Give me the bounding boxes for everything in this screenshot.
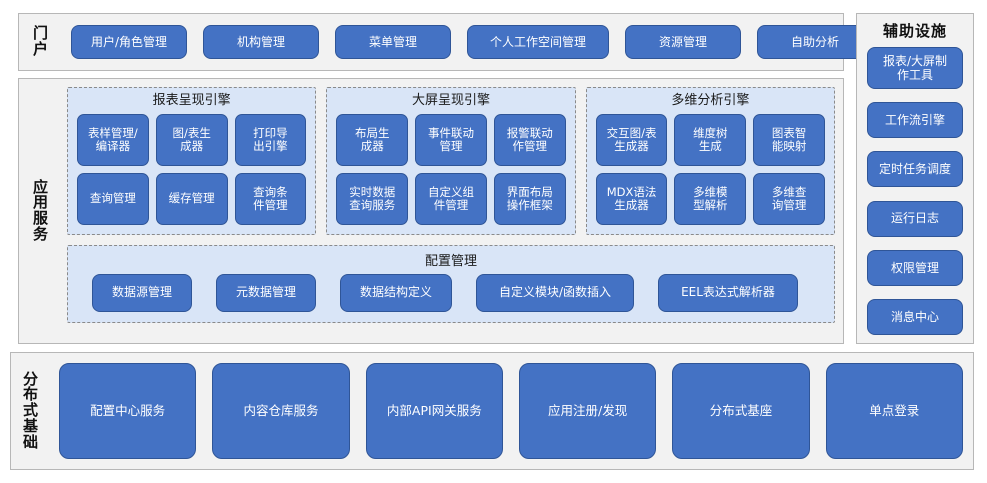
- aux-button-运行日志[interactable]: 运行日志: [867, 200, 963, 237]
- engine-button-grid: 交互图/表 生成器维度树 生成图表智 能映射 MDX语法 生成器多维模 型解析多维…: [595, 114, 825, 225]
- aux-button-工作流引擎[interactable]: 工作流引擎: [867, 102, 963, 139]
- engine-group-大屏呈现引擎: 大屏呈现引擎布局生 成器事件联动 管理报警联动 作管理实时数据 查询服务自定义组…: [326, 87, 576, 235]
- portal-section: 门 户 用户/角色管理机构管理菜单管理个人工作空间管理资源管理自助分析: [18, 13, 873, 71]
- engine-group-多维分析引擎: 多维分析引擎交互图/表 生成器维度树 生成图表智 能映射 MDX语法 生成器多维模…: [585, 87, 835, 235]
- application-services-section: 应 用 服 务 报表呈现引擎表样管理/ 编译器图/表生 成器打印导 出引擎查询管…: [18, 78, 844, 344]
- engine-button-布局生-成器[interactable]: 布局生 成器: [336, 114, 409, 167]
- config-button-自定义模块-函数插入[interactable]: 自定义模块/函数插入: [476, 273, 634, 312]
- portal-button-row: 用户/角色管理机构管理菜单管理个人工作空间管理资源管理自助分析: [71, 14, 873, 70]
- aux-button-权限管理[interactable]: 权限管理: [867, 249, 963, 286]
- aux-button-定时任务调度[interactable]: 定时任务调度: [867, 151, 963, 188]
- portal-button-资源管理[interactable]: 资源管理: [625, 25, 741, 59]
- portal-section-label: 门 户: [32, 24, 49, 58]
- config-management-group: 配置管理 数据源管理元数据管理数据结构定义自定义模块/函数插入 EEL表达式解析器: [67, 245, 835, 323]
- dist-base-button-单点登录[interactable]: 单点登录: [825, 363, 963, 459]
- engine-button-缓存管理[interactable]: 缓存管理: [155, 173, 228, 225]
- application-services-label: 应 用 服 务: [32, 177, 49, 243]
- aux-facilities-section: 辅助设施 报表/大屏制 作工具工作流引擎定时任务调度运行日志权限管理消息中心: [856, 13, 974, 344]
- aux-facilities-title: 辅助设施: [882, 22, 947, 40]
- engine-button-grid: 表样管理/ 编译器图/表生 成器打印导 出引擎查询管理缓存管理查询条 件管理: [77, 114, 307, 225]
- aux-button-消息中心[interactable]: 消息中心: [867, 298, 963, 335]
- engine-button-报警联动-作管理[interactable]: 报警联动 作管理: [493, 114, 566, 167]
- engine-button-打印导-出引擎[interactable]: 打印导 出引擎: [234, 114, 307, 167]
- engine-button-自定义组-件管理[interactable]: 自定义组 件管理: [415, 173, 487, 225]
- dist-base-button-内部API网关服务[interactable]: 内部API网关服务: [365, 363, 503, 459]
- dist-base-button-内容仓库服务[interactable]: 内容仓库服务: [212, 363, 350, 459]
- config-management-button-row: 数据源管理元数据管理数据结构定义自定义模块/函数插入 EEL表达式解析器: [78, 273, 824, 314]
- engine-button-查询条-件管理[interactable]: 查询条 件管理: [234, 173, 307, 225]
- engine-button-界面布局-操作框架[interactable]: 界面布局 操作框架: [493, 173, 566, 225]
- engine-button-图-表生-成器[interactable]: 图/表生 成器: [155, 114, 228, 167]
- engine-button-表样管理--编译器[interactable]: 表样管理/ 编译器: [77, 114, 149, 167]
- engine-button-事件联动-管理[interactable]: 事件联动 管理: [415, 114, 487, 167]
- aux-button-报表-大屏制-作工具[interactable]: 报表/大屏制 作工具: [867, 47, 963, 89]
- engine-button-图表智-能映射[interactable]: 图表智 能映射: [753, 114, 825, 167]
- portal-button-个人工作空间管理[interactable]: 个人工作空间管理: [467, 25, 609, 59]
- config-button-数据结构定义[interactable]: 数据结构定义: [340, 273, 452, 312]
- application-services-content: 报表呈现引擎表样管理/ 编译器图/表生 成器打印导 出引擎查询管理缓存管理查询条…: [67, 87, 835, 335]
- config-button-元数据管理[interactable]: 元数据管理: [216, 273, 316, 312]
- distributed-base-section: 分 布 式 基 础 配置中心服务内容仓库服务内部API网关服务应用注册/发现分布…: [10, 352, 974, 470]
- dist-base-button-配置中心服务[interactable]: 配置中心服务: [59, 363, 197, 459]
- distributed-base-label: 分 布 式 基 础: [22, 369, 39, 451]
- portal-button-用户-角色管理[interactable]: 用户/角色管理: [71, 25, 187, 59]
- engine-title: 报表呈现引擎: [152, 93, 231, 108]
- config-button-EEL表达式解析器[interactable]: EEL表达式解析器: [658, 273, 798, 312]
- distributed-base-button-row: 配置中心服务内容仓库服务内部API网关服务应用注册/发现分布式基座单点登录: [59, 363, 963, 459]
- engine-button-多维模-型解析[interactable]: 多维模 型解析: [674, 173, 747, 225]
- engine-button-实时数据-查询服务[interactable]: 实时数据 查询服务: [336, 173, 409, 225]
- portal-button-机构管理[interactable]: 机构管理: [203, 25, 319, 59]
- config-management-title: 配置管理: [424, 254, 477, 269]
- engine-button-维度树-生成[interactable]: 维度树 生成: [674, 114, 747, 167]
- engine-button-grid: 布局生 成器事件联动 管理报警联动 作管理实时数据 查询服务自定义组 件管理界面…: [336, 114, 566, 225]
- portal-button-菜单管理[interactable]: 菜单管理: [335, 25, 451, 59]
- engine-button-MDX语法-生成器[interactable]: MDX语法 生成器: [595, 173, 668, 225]
- engine-button-交互图-表-生成器[interactable]: 交互图/表 生成器: [595, 114, 668, 167]
- engines-row: 报表呈现引擎表样管理/ 编译器图/表生 成器打印导 出引擎查询管理缓存管理查询条…: [67, 87, 835, 235]
- engine-group-报表呈现引擎: 报表呈现引擎表样管理/ 编译器图/表生 成器打印导 出引擎查询管理缓存管理查询条…: [67, 87, 317, 235]
- engine-title: 多维分析引擎: [671, 93, 750, 108]
- portal-button-自助分析[interactable]: 自助分析: [757, 25, 873, 59]
- aux-facilities-list: 报表/大屏制 作工具工作流引擎定时任务调度运行日志权限管理消息中心: [867, 47, 963, 335]
- dist-base-button-应用注册-发现[interactable]: 应用注册/发现: [518, 363, 657, 459]
- dist-base-button-分布式基座[interactable]: 分布式基座: [672, 363, 810, 459]
- config-button-数据源管理[interactable]: 数据源管理: [92, 273, 192, 312]
- engine-button-查询管理[interactable]: 查询管理: [77, 173, 149, 225]
- engine-title: 大屏呈现引擎: [411, 93, 490, 108]
- engine-button-多维查-询管理[interactable]: 多维查 询管理: [753, 173, 825, 225]
